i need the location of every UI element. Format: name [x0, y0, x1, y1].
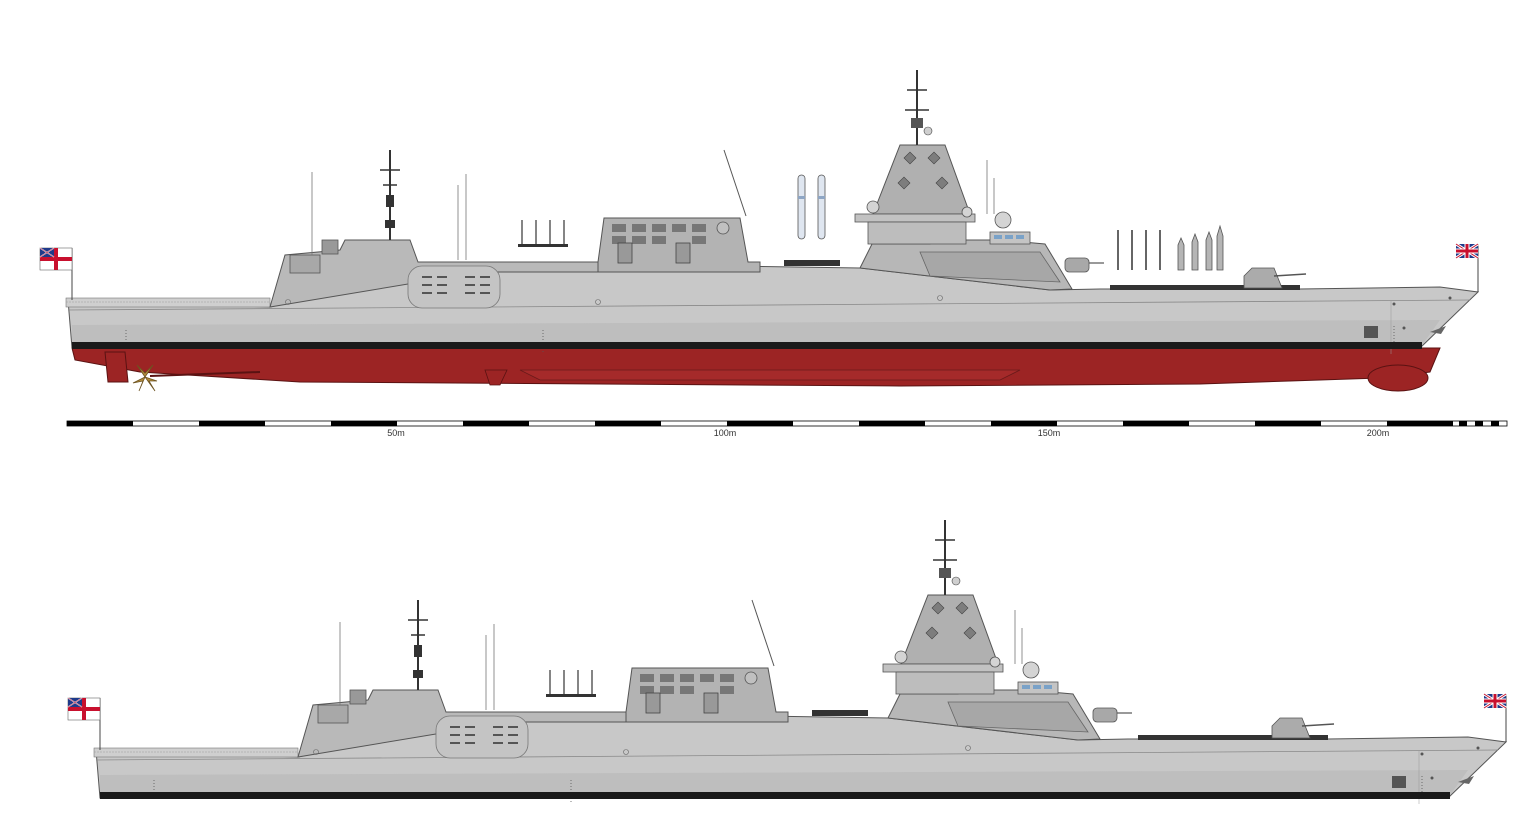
rudder [104, 351, 129, 383]
scale-bar: 50m 100m 150m 200m [66, 420, 1508, 438]
waterline-profile-view [67, 519, 1508, 805]
scale-label-100m: 100m [714, 428, 737, 438]
union-jack-flag-icon [1482, 692, 1508, 742]
forward-missiles-display [1117, 230, 1161, 270]
white-ensign-flag-icon [39, 247, 73, 300]
scale-label-50m: 50m [387, 428, 405, 438]
full-profile-view [39, 69, 1480, 392]
scale-label-150m: 150m [1038, 428, 1061, 438]
union-jack-flag-icon [1454, 242, 1480, 292]
tomahawk-missiles-display [797, 174, 826, 240]
ship-upper-hull-waterline [93, 519, 1507, 805]
scale-label-200m: 200m [1367, 428, 1390, 438]
propeller [132, 364, 158, 392]
bow-sonar-dome [1367, 364, 1429, 392]
white-ensign-flag-icon [67, 697, 101, 750]
ship-upper-hull [65, 69, 1479, 355]
naval-strike-missiles-display [1177, 224, 1224, 271]
